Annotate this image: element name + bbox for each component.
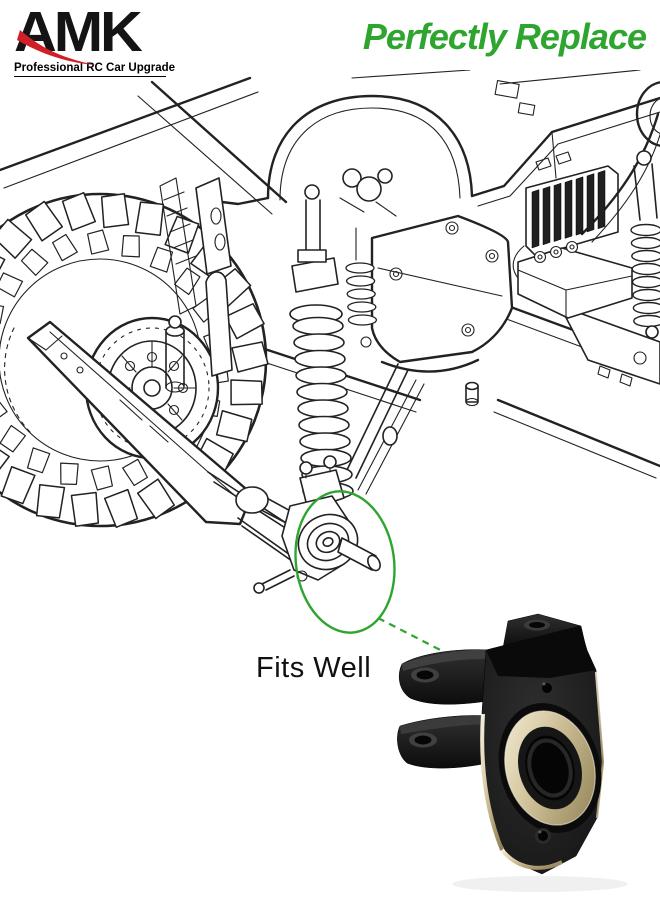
right-shock-absorber [630,150,660,339]
esc-capacitors [533,240,579,264]
dashed-leader-line [377,617,453,657]
car-body-shell [0,70,660,243]
fender-arch [266,94,474,200]
brass-edge-right [594,671,605,819]
shock-tower [159,177,233,393]
brand-logo-text: AMK [14,0,143,64]
steering-knuckle-drawing [253,455,381,594]
brand-tagline: Professional RC Car Upgrade [14,62,176,74]
part-shadow [452,876,628,892]
screw-hole-bottom [535,828,551,844]
door-hinge-details [494,80,536,116]
far-shock-absorber [345,227,378,348]
brass-ring [498,703,602,833]
headline-text: Perfectly Replace [362,16,647,57]
gearbox [370,214,514,407]
highlight-ellipse [294,490,396,634]
brass-edge-bottom [500,848,563,870]
screw-hole-top [539,680,555,696]
fits-well-label: Fits Well [256,652,372,684]
product-photo-steering-knuckle [397,613,628,892]
brand-underline [14,76,166,77]
brand-logo: AMK Professional RC Car Upgrade [14,4,204,77]
logo-swoosh-icon [17,30,96,65]
brass-edge-left [480,713,504,851]
gearbox-screws [389,221,499,337]
kingpin-yoke [397,649,499,769]
rc-car-line-art [0,70,660,657]
esc-heatsink [512,151,633,319]
